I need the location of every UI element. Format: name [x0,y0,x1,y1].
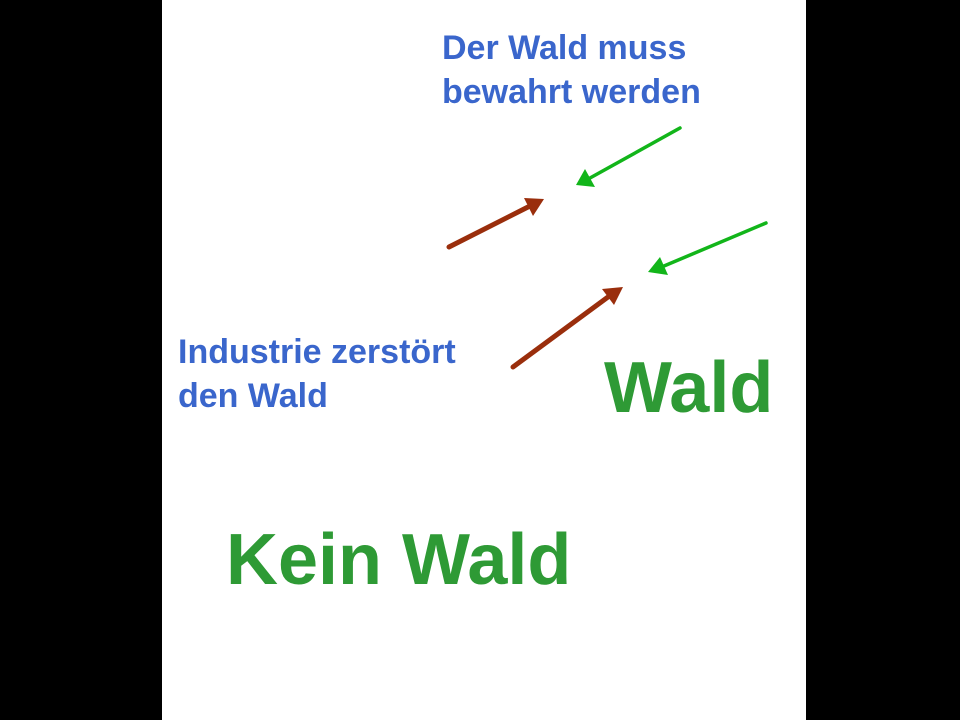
green-arrow-lower [648,221,768,275]
caption-forest-must-be-preserved: Der Wald muss bewahrt werden [442,26,701,114]
caption-left-line2: den Wald [178,377,328,415]
caption-left-line1: Industrie zerstört [178,333,456,371]
slide: Der Wald muss bewahrt werden Industrie z… [162,0,806,720]
label-wald: Wald [604,348,774,428]
caption-top-line1: Der Wald muss [442,29,687,67]
caption-industry-destroys-forest: Industrie zerstört den Wald [178,330,456,418]
arrows-layer [446,126,768,370]
brown-arrow-lower [510,287,623,370]
green-arrow-upper [576,126,682,187]
label-kein-wald: Kein Wald [226,520,572,600]
brown-arrow-upper [446,198,544,250]
caption-top-line2: bewahrt werden [442,73,701,111]
